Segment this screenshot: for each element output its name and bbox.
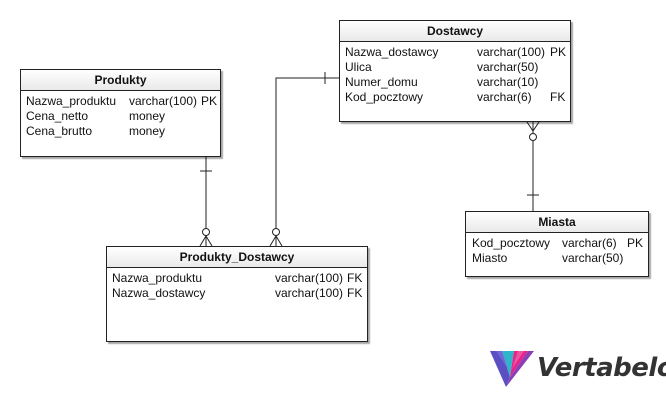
attribute-key: FK [550,90,566,104]
entity-produkty[interactable]: Produkty Nazwa_produktu varchar(100) PK … [20,69,221,157]
attribute-row: Miasto varchar(50) [466,251,648,266]
entity-title-dostawcy: Dostawcy [340,21,570,42]
attribute-name: Ulica [345,60,372,74]
attribute-name: Nazwa_dostawcy [345,45,439,59]
attribute-row: Nazwa_produktu varchar(100) PK [21,94,220,109]
entity-produkty-dostawcy[interactable]: Produkty_Dostawcy Nazwa_produktu varchar… [106,246,368,342]
attribute-name: Nazwa_dostawcy [112,286,206,300]
attribute-row: Cena_brutto money [21,124,220,139]
attribute-row: Kod_pocztowy varchar(6) FK [340,90,570,105]
attribute-row: Nazwa_produktu varchar(100) FK [107,271,367,286]
attribute-type: varchar(100) [477,45,546,59]
entity-dostawcy[interactable]: Dostawcy Nazwa_dostawcy varchar(100) PK … [339,20,571,122]
attribute-key: FK [347,286,363,300]
attribute-key: PK [550,45,567,59]
attribute-row: Numer_domu varchar(10) [340,75,570,90]
attribute-type: varchar(6) [562,236,617,250]
attribute-type: varchar(100) [129,94,198,108]
attribute-name: Nazwa_produktu [26,94,117,108]
attribute-row: Nazwa_dostawcy varchar(100) FK [107,286,367,301]
attribute-row: Kod_pocztowy varchar(6) PK [466,236,648,251]
vertabelo-logo: Vertabelo [488,347,666,391]
relationship-produkty-produkty-dostawcy[interactable] [199,157,213,247]
entity-title-produkty-dostawcy: Produkty_Dostawcy [107,247,367,268]
attribute-name: Miasto [472,251,508,265]
attribute-type: varchar(100) [275,286,344,300]
attribute-row: Nazwa_dostawcy varchar(100) PK [340,45,570,60]
attribute-name: Kod_pocztowy [472,236,551,250]
attribute-name: Numer_domu [345,75,418,89]
attribute-key: FK [347,271,363,285]
attribute-type: varchar(6) [477,90,532,104]
attribute-type: varchar(10) [477,75,539,89]
attribute-type: varchar(50) [477,60,539,74]
attribute-name: Kod_pocztowy [345,90,424,104]
attribute-type: varchar(50) [562,251,624,265]
entity-miasta[interactable]: Miasta Kod_pocztowy varchar(6) PK Miasto… [465,211,649,277]
relationship-dostawcy-produkty-dostawcy[interactable] [269,72,339,247]
attribute-row: Cena_netto money [21,109,220,124]
attribute-type: money [129,124,166,138]
relationship-miasta-dostawcy[interactable] [526,121,540,211]
vertabelo-logo-text: Vertabelo [537,353,666,383]
attribute-key: PK [627,236,644,250]
attribute-name: Cena_brutto [26,124,93,138]
attribute-key: PK [201,94,218,108]
entity-title-produkty: Produkty [21,70,220,91]
entity-title-miasta: Miasta [466,212,648,233]
attribute-type: varchar(100) [275,271,344,285]
attribute-type: money [129,109,166,123]
vertabelo-logo-icon [490,351,534,387]
attribute-name: Cena_netto [26,109,89,123]
attribute-row: Ulica varchar(50) [340,60,570,75]
attribute-name: Nazwa_produktu [112,271,203,285]
